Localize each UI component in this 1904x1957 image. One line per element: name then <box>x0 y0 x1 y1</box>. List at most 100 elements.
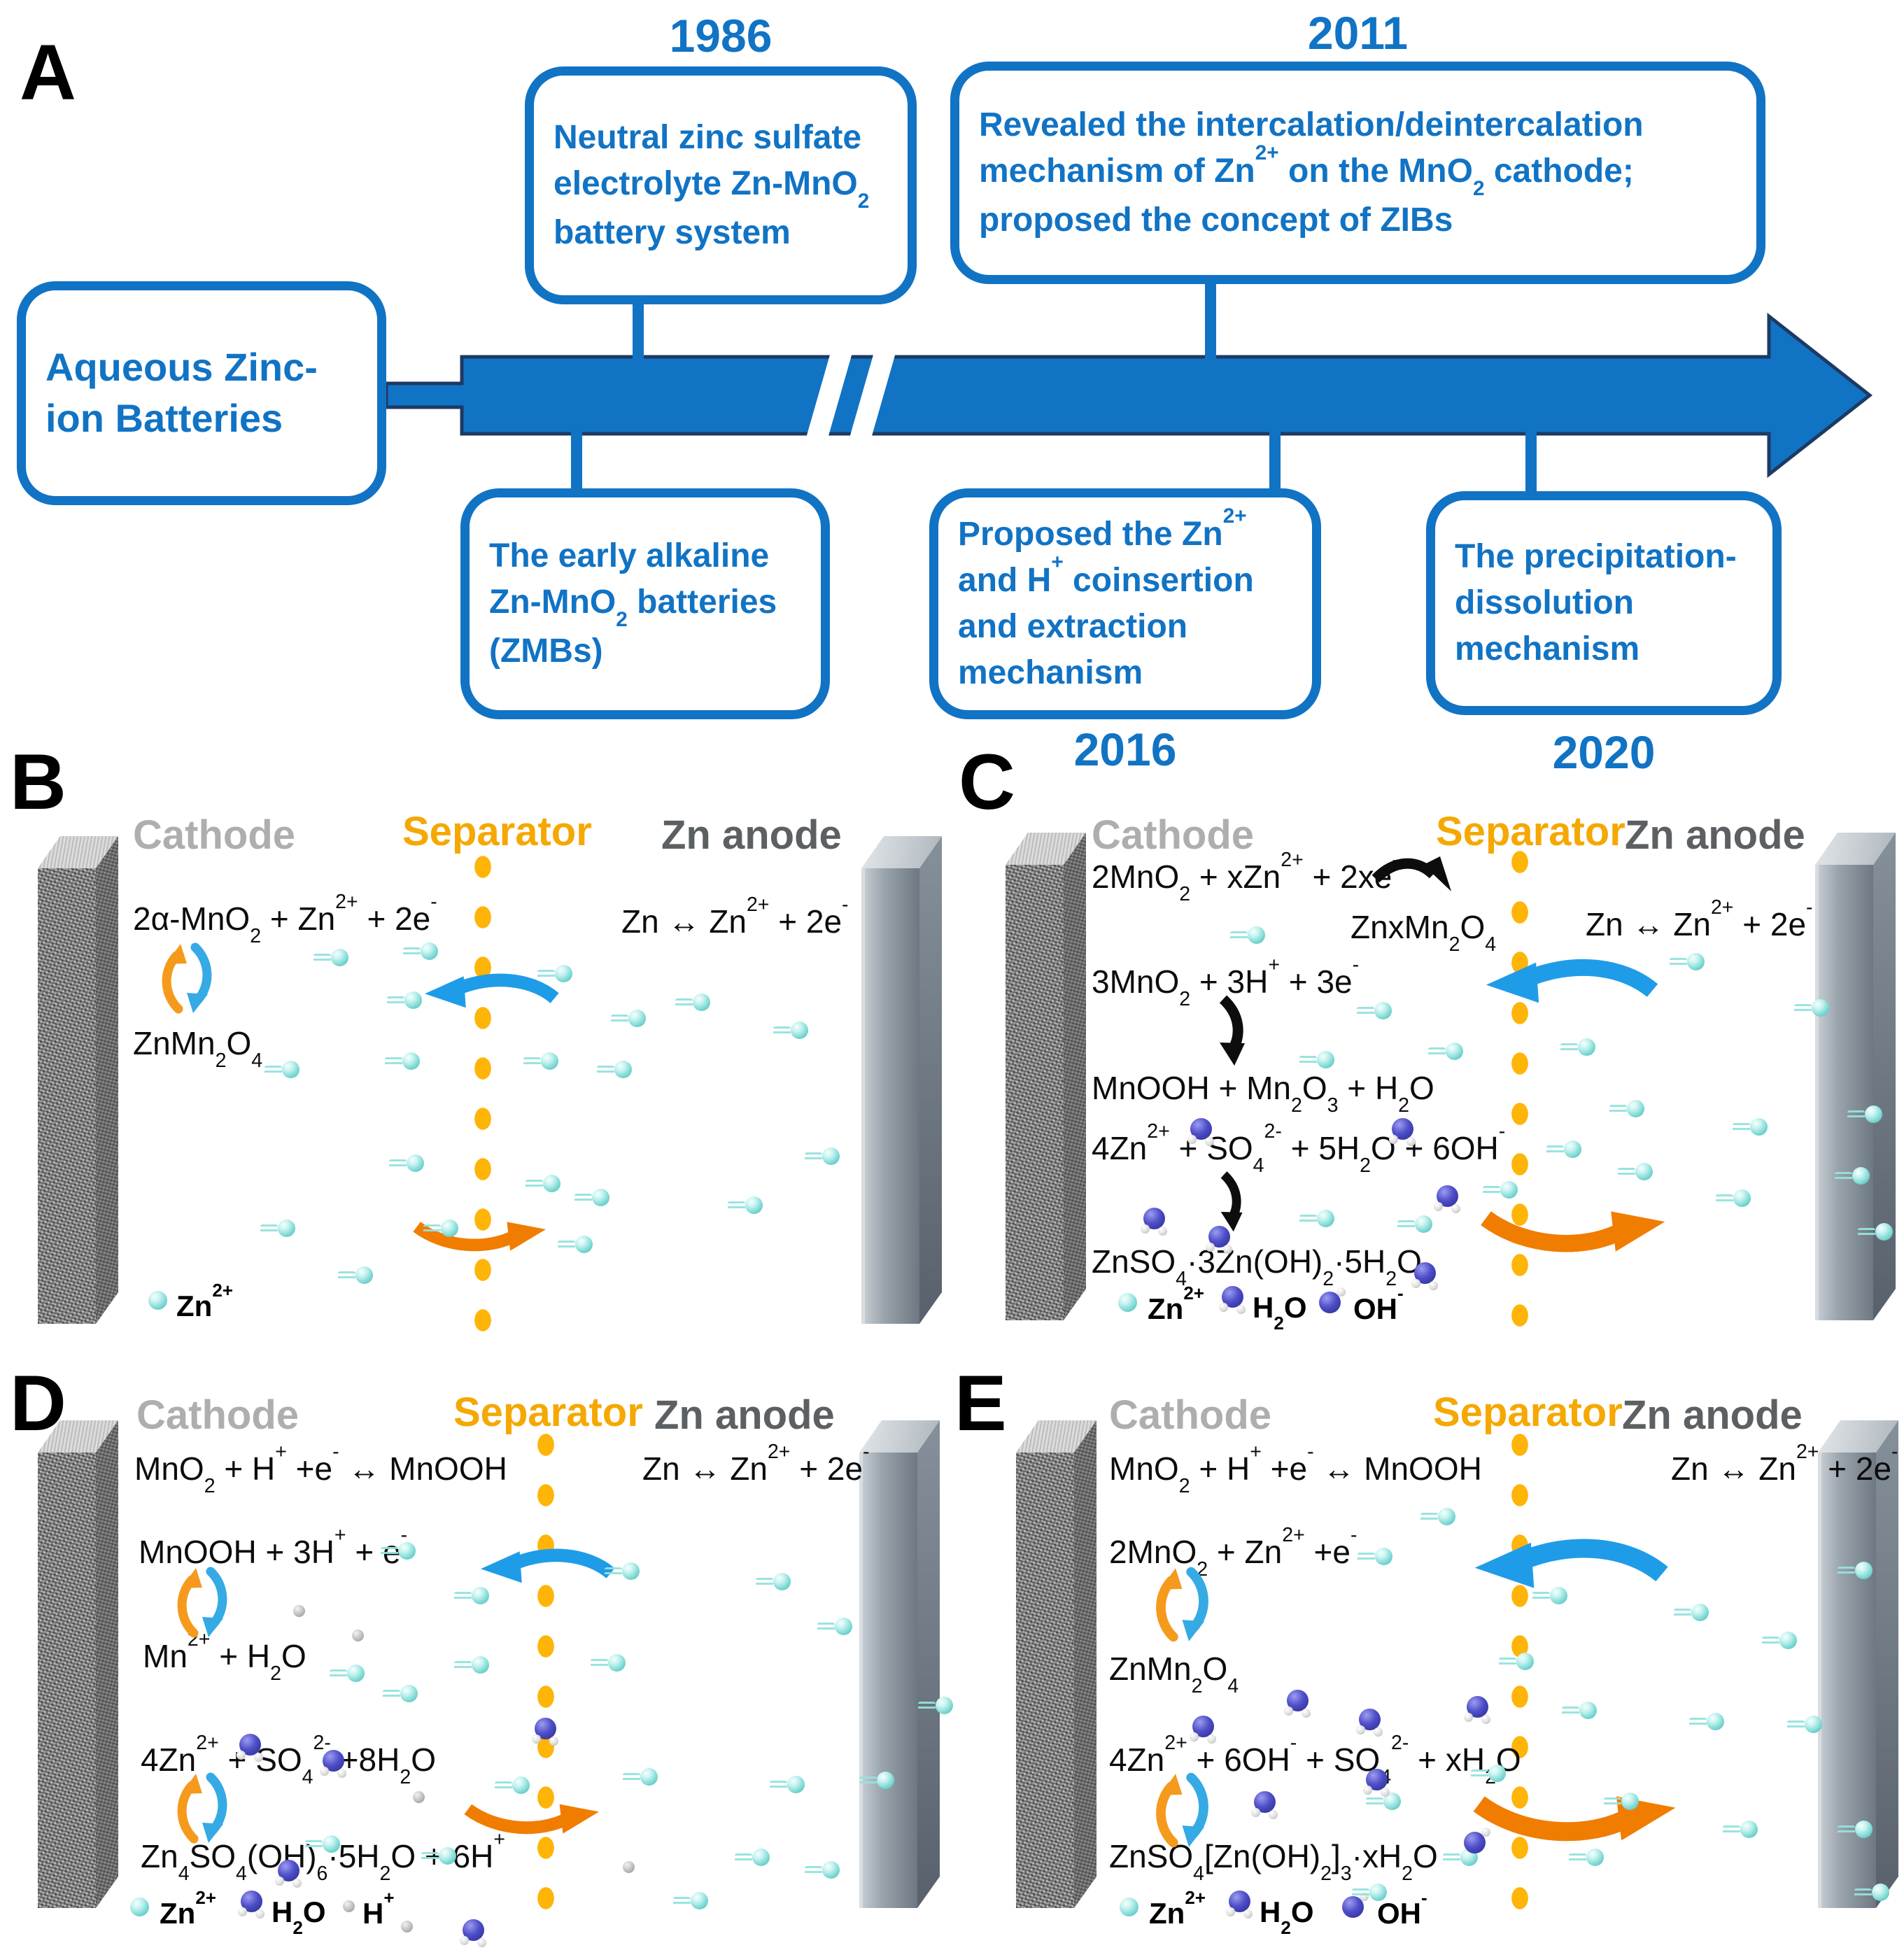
zn-ion <box>1230 926 1265 946</box>
panel-d-eq4: 4Zn2+ + SO42- +8H2O <box>141 1732 436 1789</box>
panel-c-anode-label: Zn anode <box>1625 812 1805 858</box>
oh-ion-legend-icon <box>1319 1287 1350 1314</box>
panel-d-separator-label: Separator <box>453 1390 643 1435</box>
h2o-legend-icon <box>238 1891 269 1920</box>
zn-ion <box>1689 1713 1724 1732</box>
zn-ion <box>770 1776 805 1795</box>
zn-ion <box>1609 1100 1644 1119</box>
timeline-box-1986-text: Neutral zinc sulfate electrolyte Zn-MnO2… <box>553 118 870 251</box>
timeline-box-2011-text: Revealed the intercalation/deintercalati… <box>979 106 1644 239</box>
h-ion <box>293 1605 306 1618</box>
zn-ion <box>805 1861 840 1881</box>
panel-a-label: A <box>20 29 76 116</box>
panel-e-anode-label: Zn anode <box>1622 1392 1803 1438</box>
connector-1986 <box>633 304 644 359</box>
h-ion <box>352 1630 365 1642</box>
timeline-box-early-text: The early alkaline Zn-MnO2 batteries (ZM… <box>489 537 777 670</box>
zn-ion <box>1858 1223 1893 1243</box>
h-ion <box>401 1921 414 1933</box>
h-ion <box>413 1791 425 1804</box>
zn-ion <box>1762 1632 1797 1651</box>
connector-2020 <box>1525 432 1537 493</box>
panel-b-cathode-label: Cathode <box>133 812 295 858</box>
panel-c-eq3: 3MnO2 + 3H+ + 3e- <box>1092 954 1360 1011</box>
h2o-legend-icon <box>1219 1286 1250 1315</box>
h-ion-legend-icon <box>343 1900 355 1913</box>
panel-c-legend-zn: Zn2+ <box>1148 1282 1204 1325</box>
zn-ion <box>495 1776 530 1796</box>
zn-ion <box>1352 1884 1387 1903</box>
year-2016: 2016 <box>1073 723 1177 775</box>
panel-d-eq3: Mn2+ + H2O <box>143 1628 306 1686</box>
panel-e-eq1: MnO2 + H+ +e- ↔ MnOOH <box>1109 1441 1482 1498</box>
h2o-molecule <box>1434 1185 1465 1215</box>
zn-ion <box>1838 1821 1873 1840</box>
timeline-box-early: The early alkaline Zn-MnO2 batteries (ZM… <box>460 488 830 719</box>
zn-ion <box>260 1220 295 1239</box>
panel-c-eq1: 2MnO2 + xZn2+ + 2xe- <box>1092 849 1399 906</box>
zn-ion <box>675 994 710 1013</box>
zn-ion <box>1546 1140 1581 1160</box>
h2o-molecule <box>1251 1791 1282 1821</box>
zn-ion <box>383 1685 418 1704</box>
panel-c-legend-oh: OH- <box>1353 1282 1404 1325</box>
zn-ion <box>537 965 572 984</box>
timeline-box-1986: Neutral zinc sulfate electrolyte Zn-MnO2… <box>525 66 917 304</box>
panel-e-separator-line <box>1511 1432 1529 1921</box>
timeline-box-title-text: Aqueous Zinc-ion Batteries <box>45 345 318 440</box>
h2o-molecule <box>275 1860 306 1889</box>
panel-b-cathode-electrode <box>38 836 118 1336</box>
timeline-box-2020: The precipitation-dissolution mechanism <box>1426 491 1782 715</box>
panel-c-legend-h2o: H2O <box>1253 1291 1307 1334</box>
h2o-molecule <box>532 1718 563 1747</box>
zn-ion <box>773 1022 808 1041</box>
zn-ion <box>558 1236 593 1255</box>
panel-c-eq2: ZnxMn2O4 <box>1351 909 1497 956</box>
zn-ion <box>1847 1105 1882 1125</box>
panel-d-eq1: MnO2 + H+ +e- ↔ MnOOH <box>134 1441 507 1498</box>
zn-ion <box>1723 1821 1758 1840</box>
panel-d-separator-line <box>537 1432 555 1921</box>
zn-ion <box>574 1189 609 1208</box>
zn-ion <box>387 991 422 1011</box>
panel-c-eq6: ZnSO4·3Zn(OH)2·5H2O <box>1092 1243 1422 1291</box>
zn-ion <box>330 1665 365 1684</box>
h2o-molecule <box>1389 1118 1420 1147</box>
panel-d-legend-h2o: H2O <box>272 1895 326 1938</box>
panel-d-legend-zn: Zn2+ <box>160 1886 216 1930</box>
zn-ion <box>735 1849 770 1868</box>
zn-ion <box>1670 953 1705 973</box>
zn-ion <box>1560 1038 1595 1058</box>
panel-d-anode-electrode <box>859 1420 940 1921</box>
panel-e-eq4: 4Zn2+ + 6OH- + SO42- + xH2O <box>1109 1732 1521 1788</box>
panel-c-cathode-electrode <box>1006 833 1086 1333</box>
h2o-molecule <box>1206 1226 1236 1255</box>
zn-ion <box>381 1542 416 1562</box>
black-reaction-arrow <box>1371 856 1451 891</box>
zn-ion <box>805 1147 840 1167</box>
panel-d-anode-eq: Zn ↔ Zn2+ + 2e- <box>642 1441 870 1487</box>
year-2020: 2020 <box>1552 726 1656 778</box>
h2o-molecule <box>460 1919 491 1949</box>
zn-ion <box>1357 1002 1392 1022</box>
zn-ion <box>1532 1587 1567 1606</box>
h2o-molecule <box>237 1734 267 1763</box>
zn-ion <box>1562 1702 1597 1721</box>
zn-ion <box>605 1562 640 1582</box>
cycle-arrows-icon <box>1156 1567 1208 1642</box>
zn-ion <box>728 1196 763 1216</box>
h2o-molecule <box>1356 1709 1387 1738</box>
panel-c-separator-label: Separator <box>1436 809 1626 854</box>
zn-ion <box>265 1061 299 1080</box>
panel-e-eq5: ZnSO4[Zn(OH)2]3·xH2O <box>1109 1838 1438 1886</box>
blue-flow-arrow <box>425 973 559 1008</box>
panel-c-eq4: MnOOH + Mn2O3 + H2O <box>1092 1070 1434 1117</box>
black-reaction-arrow <box>1219 995 1245 1066</box>
zn-ion <box>817 1618 852 1637</box>
h2o-molecule <box>1363 1769 1394 1798</box>
zn-ion <box>1733 1118 1768 1138</box>
blue-flow-arrow <box>1474 1539 1668 1588</box>
panel-c-eq5: 4Zn2+ + SO42- + 5H2O + 6OH- <box>1092 1120 1506 1178</box>
zn-ion <box>611 1010 646 1029</box>
zn-ion-legend-icon <box>130 1898 150 1917</box>
